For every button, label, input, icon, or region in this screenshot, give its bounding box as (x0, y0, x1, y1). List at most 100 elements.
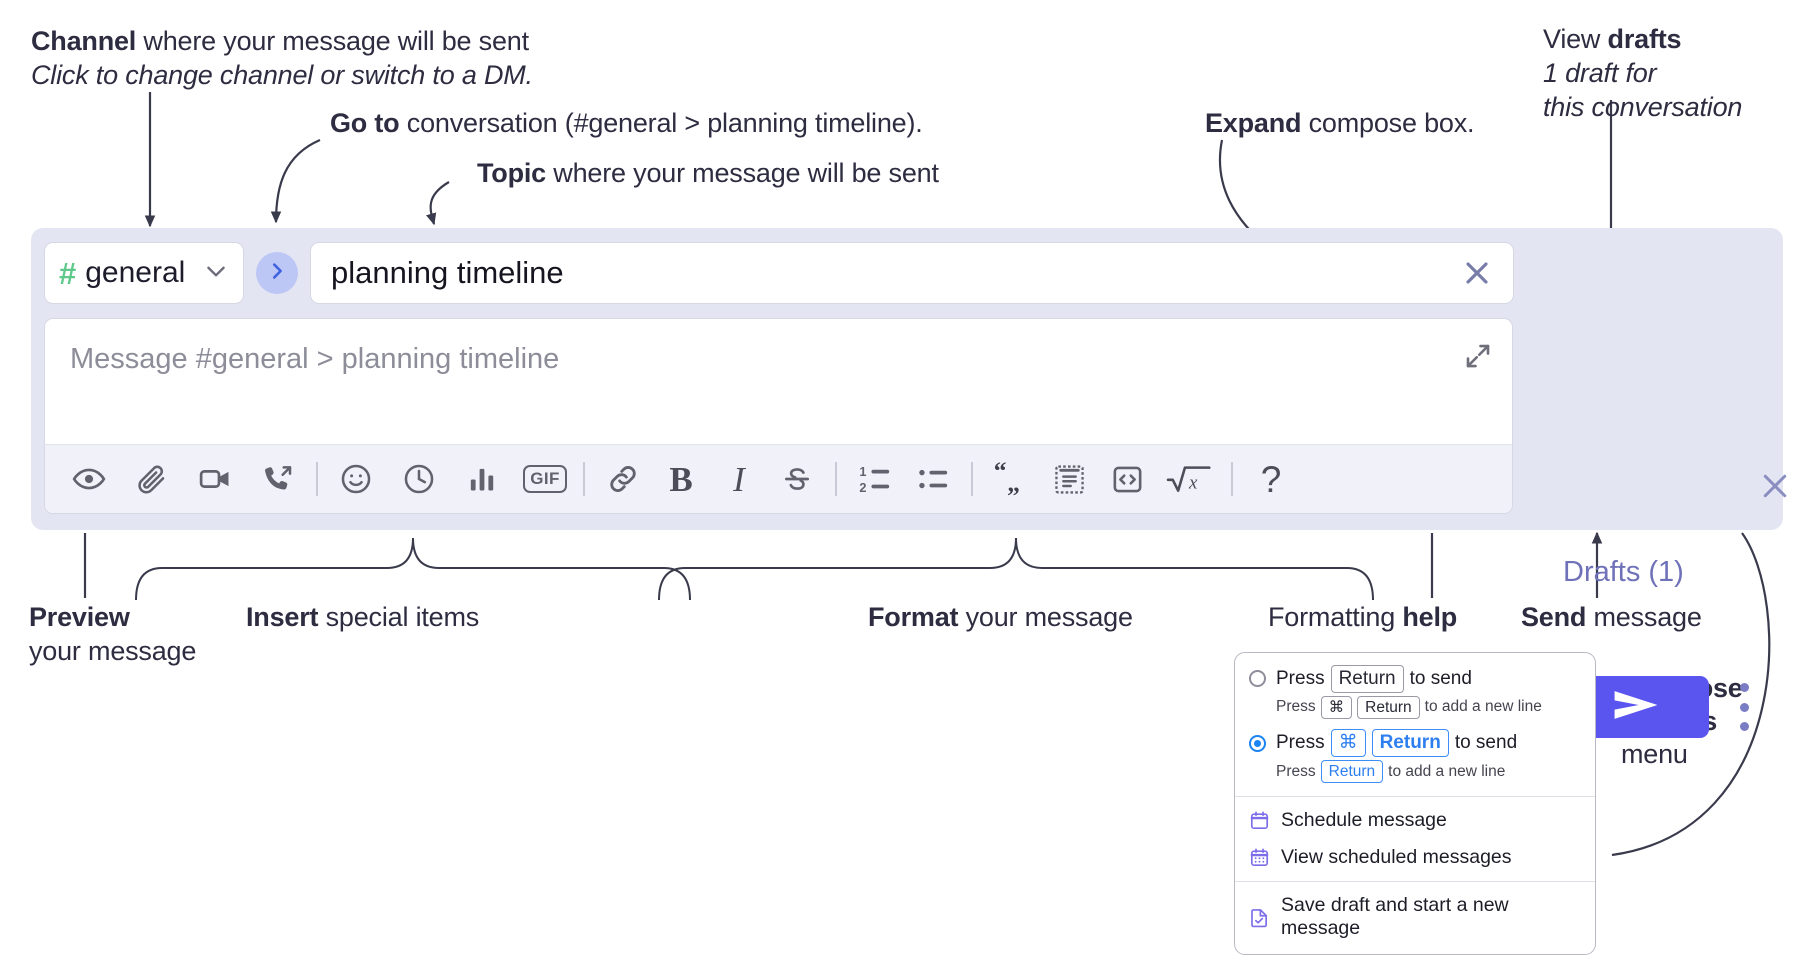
more-vertical-icon (1739, 722, 1749, 731)
annotation-help-bold: help (1402, 602, 1458, 632)
sub-pre: Press (1276, 698, 1316, 716)
compose-header-row: # general planning timeline (44, 242, 1514, 304)
expand-diagonal-icon[interactable] (1461, 339, 1495, 373)
annotation-channel-rest: where your message will be sent (136, 26, 529, 56)
key-return: Return (1357, 695, 1420, 720)
svg-text:1: 1 (859, 464, 866, 479)
menu-item-view-scheduled-messages[interactable]: View scheduled messages (1235, 839, 1595, 876)
label-pre: Press (1276, 732, 1325, 753)
send-option-cmd-return[interactable]: Press ⌘ Return to send (1235, 728, 1595, 758)
close-compose-button[interactable] (1757, 468, 1793, 504)
annotation-help-lead: Formatting (1268, 602, 1403, 632)
topic-input[interactable]: planning timeline (310, 242, 1514, 304)
math-sqrt-icon[interactable]: x (1163, 457, 1215, 501)
svg-text:“: “ (994, 461, 1007, 485)
video-camera-icon[interactable] (193, 457, 237, 501)
schedule-group: Schedule message View scheduled messages (1235, 797, 1595, 881)
menu-item-label: Schedule message (1281, 809, 1447, 832)
message-input[interactable]: Message #general > planning timeline (70, 343, 560, 375)
radio-button-selected[interactable] (1249, 734, 1266, 752)
strikethrough-icon[interactable] (775, 457, 819, 501)
radio-button[interactable] (1249, 670, 1266, 688)
annotation-expand: Expand compose box. (1205, 106, 1475, 140)
annotation-send-rest: message (1586, 602, 1702, 632)
draft-group: Save draft and start a new message (1235, 882, 1595, 954)
channel-name-label: general (85, 256, 186, 289)
link-icon[interactable] (601, 457, 645, 501)
annotation-preview-bold: Preview (29, 602, 130, 632)
poll-bar-chart-icon[interactable] (460, 457, 504, 501)
send-option-return-label: Press Return to send (1276, 665, 1472, 693)
sub-post: to add a new line (1388, 762, 1506, 780)
help-question-icon[interactable]: ? (1249, 457, 1293, 501)
compose-widget: # general planning timeline Message #gen… (31, 228, 1787, 738)
calendar-icon (1249, 810, 1270, 831)
send-option-cmd-return-sub: Press Return to add a new line (1235, 758, 1595, 787)
toolbar-separator (835, 462, 837, 496)
topic-value: planning timeline (331, 255, 564, 290)
annotation-drafts-lead: View (1543, 24, 1608, 54)
emoji-smiley-icon[interactable] (334, 457, 378, 501)
annotation-compose-options-rest: menu (1621, 738, 1688, 769)
gif-icon[interactable]: GIF (523, 457, 567, 501)
menu-item-schedule-message[interactable]: Schedule message (1235, 802, 1595, 839)
svg-text:2: 2 (859, 480, 866, 495)
ordered-list-icon[interactable]: 1 2 (853, 457, 897, 501)
annotation-topic-rest: where your message will be sent (546, 158, 939, 188)
label-post: to send (1454, 732, 1518, 753)
annotation-expand-rest: compose box. (1301, 108, 1475, 138)
bulleted-list-icon[interactable] (911, 457, 955, 501)
annotation-format-rest: your message (958, 602, 1133, 632)
hash-icon: # (59, 255, 77, 291)
label-pre: Press (1276, 667, 1325, 689)
italic-icon[interactable]: I (717, 457, 761, 501)
goto-conversation-button[interactable] (256, 252, 298, 294)
send-option-cmd-return-label: Press ⌘ Return to send (1276, 729, 1517, 757)
menu-item-label: View scheduled messages (1281, 846, 1512, 869)
toolbar-separator (971, 462, 973, 496)
calendar-grid-icon (1249, 847, 1270, 868)
key-command: ⌘ (1330, 729, 1366, 757)
annotation-expand-bold: Expand (1205, 108, 1302, 138)
gif-label: GIF (523, 465, 567, 493)
clock-icon[interactable] (397, 457, 441, 501)
message-input-container: Message #general > planning timeline (44, 318, 1513, 514)
code-block-icon[interactable] (1047, 457, 1091, 501)
annotation-drafts: View drafts 1 draft for this conversatio… (1543, 22, 1742, 124)
send-shortcut-options: Press Return to send Press ⌘ Return to a… (1235, 653, 1595, 796)
more-vertical-icon (1739, 702, 1749, 712)
preview-icon[interactable] (67, 457, 111, 501)
annotation-insert-rest: special items (318, 602, 480, 632)
italic-glyph: I (733, 459, 745, 499)
more-vertical-icon (1739, 683, 1749, 692)
help-glyph: ? (1260, 458, 1282, 500)
document-check-icon (1249, 907, 1270, 928)
bold-icon[interactable]: B (659, 457, 703, 501)
topic-clear-close-icon[interactable] (1459, 255, 1495, 291)
menu-divider (1235, 796, 1595, 798)
annotation-drafts-bold: drafts (1607, 24, 1682, 54)
attach-paperclip-icon[interactable] (130, 457, 174, 501)
annotation-send: Send message (1521, 600, 1702, 634)
compose-options-menu: Press Return to send Press ⌘ Return to a… (1234, 652, 1596, 955)
annotation-preview-rest: your message (29, 636, 197, 667)
annotation-preview: Preview your message (29, 600, 196, 668)
blockquote-icon[interactable]: “ „ (989, 457, 1033, 501)
annotation-channel: Channel where your message will be sent … (31, 24, 533, 92)
annotation-goto-bold: Go to (330, 108, 400, 138)
audio-call-forward-icon[interactable] (256, 457, 300, 501)
toolbar-separator (1231, 462, 1233, 496)
compose-options-button[interactable] (1731, 683, 1757, 731)
send-option-return[interactable]: Press Return to send (1235, 664, 1595, 694)
menu-item-save-draft[interactable]: Save draft and start a new message (1235, 887, 1595, 947)
annotation-topic: Topic where your message will be sent (477, 156, 939, 190)
drafts-link[interactable]: Drafts (1) (1563, 556, 1684, 588)
sub-pre: Press (1276, 762, 1316, 780)
annotation-drafts-italic1: 1 draft for (1543, 58, 1657, 89)
inline-code-icon[interactable] (1105, 457, 1149, 501)
channel-selector[interactable]: # general (44, 242, 244, 304)
annotation-goto-rest: conversation (#general > planning timeli… (399, 108, 923, 138)
menu-divider (1235, 881, 1595, 883)
chevron-down-icon (203, 258, 229, 289)
formatting-toolbar: GIF B I (45, 444, 1512, 513)
